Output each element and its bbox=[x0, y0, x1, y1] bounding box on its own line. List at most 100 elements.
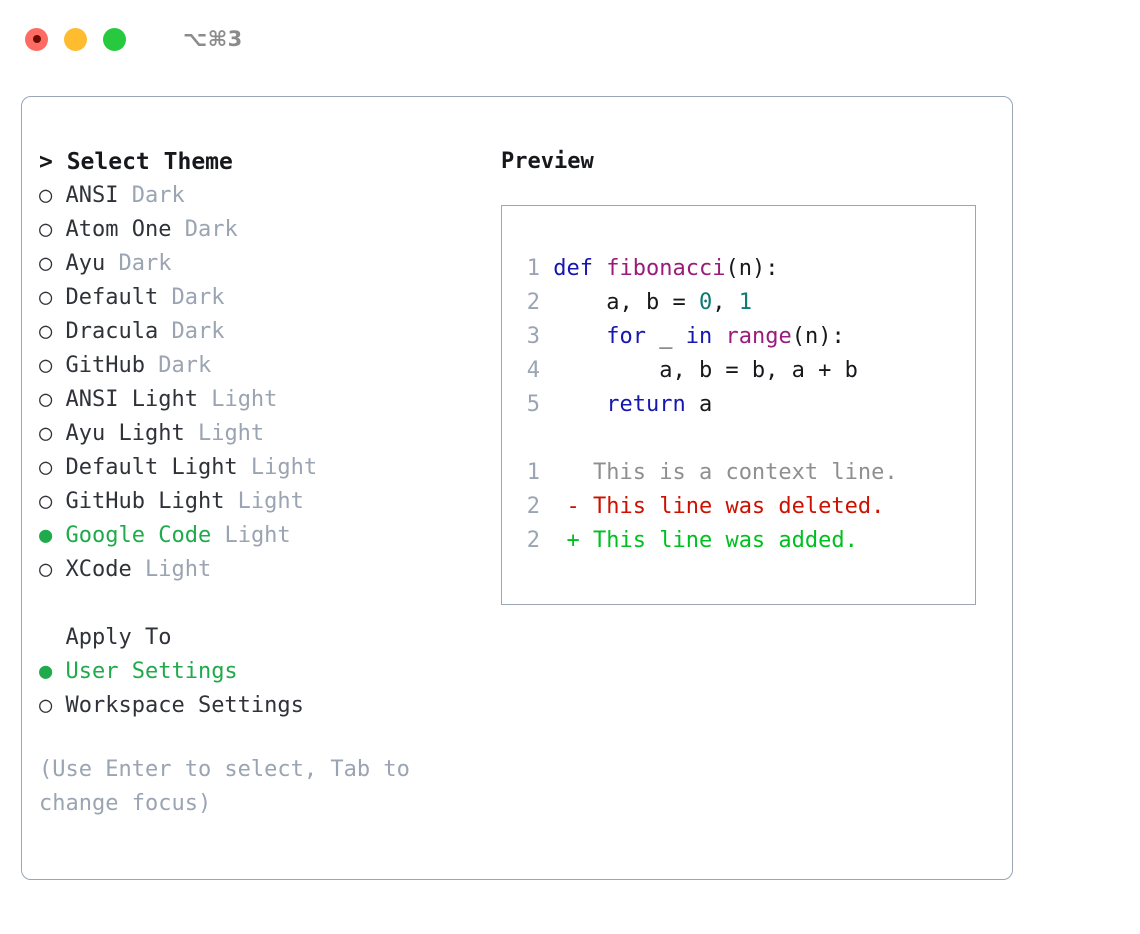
code-token: 0 bbox=[698, 290, 713, 315]
maximize-button-icon[interactable] bbox=[103, 27, 126, 51]
theme-option-default[interactable]: ○ Default Dark bbox=[39, 281, 479, 315]
line-number: 4 bbox=[526, 358, 540, 383]
theme-option-label: ANSI bbox=[52, 183, 119, 208]
apply-to-header: Apply To bbox=[39, 625, 172, 650]
diff-line-del: 2 - This line was deleted. bbox=[516, 490, 975, 524]
code-token: fibonacci bbox=[606, 256, 726, 281]
diff-line-text: This is a context line. bbox=[579, 460, 898, 485]
gutter-space bbox=[540, 256, 553, 281]
diff-line-ctx: 1 This is a context line. bbox=[516, 456, 975, 490]
code-token: , bbox=[712, 290, 739, 315]
theme-option-ayu-light[interactable]: ○ Ayu Light Light bbox=[39, 417, 479, 451]
diff-marker-icon: + bbox=[566, 528, 580, 553]
code-token: a, b = bbox=[553, 290, 699, 315]
theme-variant-badge: Dark bbox=[144, 353, 212, 378]
theme-option-atom-one[interactable]: ○ Atom One Dark bbox=[39, 213, 479, 247]
theme-option-xcode[interactable]: ○ XCode Light bbox=[39, 553, 479, 587]
radio-unselected-icon: ○ bbox=[39, 353, 53, 378]
code-token: _ bbox=[645, 324, 686, 349]
code-line: 3 for _ in range(n): bbox=[516, 320, 975, 354]
code-token: def bbox=[553, 256, 607, 281]
line-number: 2 bbox=[526, 528, 540, 553]
theme-options-list: ○ ANSI Dark○ Atom One Dark○ Ayu Dark○ De… bbox=[39, 179, 479, 587]
apply-to-option-user-settings[interactable]: ● User Settings bbox=[39, 655, 479, 689]
theme-option-label: Google Code bbox=[52, 523, 212, 548]
keyboard-shortcut-label: ⌥⌘3 bbox=[183, 27, 243, 51]
diff-line-text: This line was deleted. bbox=[579, 494, 885, 519]
code-token bbox=[553, 392, 606, 417]
list-spacer bbox=[39, 587, 479, 621]
theme-selection-column: > Select Theme ○ ANSI Dark○ Atom One Dar… bbox=[39, 145, 479, 821]
theme-variant-badge: Dark bbox=[105, 251, 172, 276]
traffic-lights bbox=[25, 27, 126, 51]
theme-option-label: Dracula bbox=[52, 319, 159, 344]
theme-option-ayu[interactable]: ○ Ayu Dark bbox=[39, 247, 479, 281]
code-token: 1 bbox=[738, 290, 752, 315]
theme-variant-badge: Light bbox=[211, 523, 291, 548]
theme-variant-badge: Dark bbox=[158, 319, 225, 344]
theme-option-github-light[interactable]: ○ GitHub Light Light bbox=[39, 485, 479, 519]
close-button-icon[interactable] bbox=[25, 27, 48, 51]
radio-unselected-icon: ○ bbox=[39, 387, 53, 412]
theme-option-label: XCode bbox=[52, 557, 132, 582]
minimize-button-icon[interactable] bbox=[64, 27, 87, 51]
radio-unselected-icon: ○ bbox=[39, 421, 53, 446]
theme-option-label: Atom One bbox=[52, 217, 172, 242]
theme-option-label: Default bbox=[52, 285, 159, 310]
title-bar: ⌥⌘3 bbox=[0, 0, 1140, 78]
code-diff-spacer bbox=[516, 422, 975, 456]
code-token: return bbox=[606, 392, 686, 417]
theme-variant-badge: Dark bbox=[158, 285, 225, 310]
code-token bbox=[553, 324, 606, 349]
apply-to-option-label: Workspace Settings bbox=[52, 693, 304, 718]
theme-option-label: Ayu bbox=[52, 251, 106, 276]
apply-to-option-workspace-settings[interactable]: ○ Workspace Settings bbox=[39, 689, 479, 723]
diff-marker-icon: - bbox=[566, 494, 580, 519]
radio-selected-icon: ● bbox=[39, 659, 53, 684]
code-line: 1 def fibonacci(n): bbox=[516, 252, 975, 286]
code-token: a bbox=[685, 392, 713, 417]
gutter-space bbox=[540, 392, 553, 417]
radio-unselected-icon: ○ bbox=[39, 489, 53, 514]
radio-unselected-icon: ○ bbox=[39, 183, 53, 208]
radio-unselected-icon: ○ bbox=[39, 217, 53, 242]
select-theme-header: > Select Theme bbox=[39, 149, 233, 175]
line-number: 2 bbox=[526, 290, 540, 315]
code-token bbox=[712, 324, 725, 349]
theme-option-label: GitHub bbox=[52, 353, 145, 378]
apply-to-option-label: User Settings bbox=[52, 659, 238, 684]
theme-option-ansi[interactable]: ○ ANSI Dark bbox=[39, 179, 479, 213]
gutter-space bbox=[540, 358, 553, 383]
code-line: 5 return a bbox=[516, 388, 975, 422]
theme-option-default-light[interactable]: ○ Default Light Light bbox=[39, 451, 479, 485]
theme-variant-badge: Light bbox=[224, 489, 304, 514]
diff-marker-icon bbox=[567, 460, 580, 485]
theme-option-google-code[interactable]: ● Google Code Light bbox=[39, 519, 479, 553]
diff-sample: 1 This is a context line.2 - This line w… bbox=[516, 456, 975, 558]
code-token: a, b = b, a + b bbox=[553, 358, 858, 383]
line-number: 5 bbox=[526, 392, 540, 417]
radio-unselected-icon: ○ bbox=[39, 285, 53, 310]
theme-variant-badge: Light bbox=[197, 387, 278, 412]
theme-option-ansi-light[interactable]: ○ ANSI Light Light bbox=[39, 383, 479, 417]
gutter-space bbox=[540, 324, 553, 349]
code-token: (n): bbox=[725, 256, 779, 281]
line-number: 2 bbox=[526, 494, 540, 519]
theme-option-github[interactable]: ○ GitHub Dark bbox=[39, 349, 479, 383]
preview-column: Preview 1 def fibonacci(n):2 a, b = 0, 1… bbox=[501, 145, 991, 605]
code-token: (n): bbox=[791, 324, 845, 349]
theme-option-dracula[interactable]: ○ Dracula Dark bbox=[39, 315, 479, 349]
code-line: 2 a, b = 0, 1 bbox=[516, 286, 975, 320]
line-number: 3 bbox=[526, 324, 540, 349]
radio-unselected-icon: ○ bbox=[39, 251, 53, 276]
theme-option-label: Ayu Light bbox=[52, 421, 185, 446]
radio-unselected-icon: ○ bbox=[39, 319, 53, 344]
theme-variant-badge: Light bbox=[131, 557, 212, 582]
code-line: 4 a, b = b, a + b bbox=[516, 354, 975, 388]
code-token: in bbox=[685, 324, 713, 349]
code-token: for bbox=[606, 324, 646, 349]
line-number: 1 bbox=[526, 460, 540, 485]
theme-variant-badge: Dark bbox=[171, 217, 238, 242]
